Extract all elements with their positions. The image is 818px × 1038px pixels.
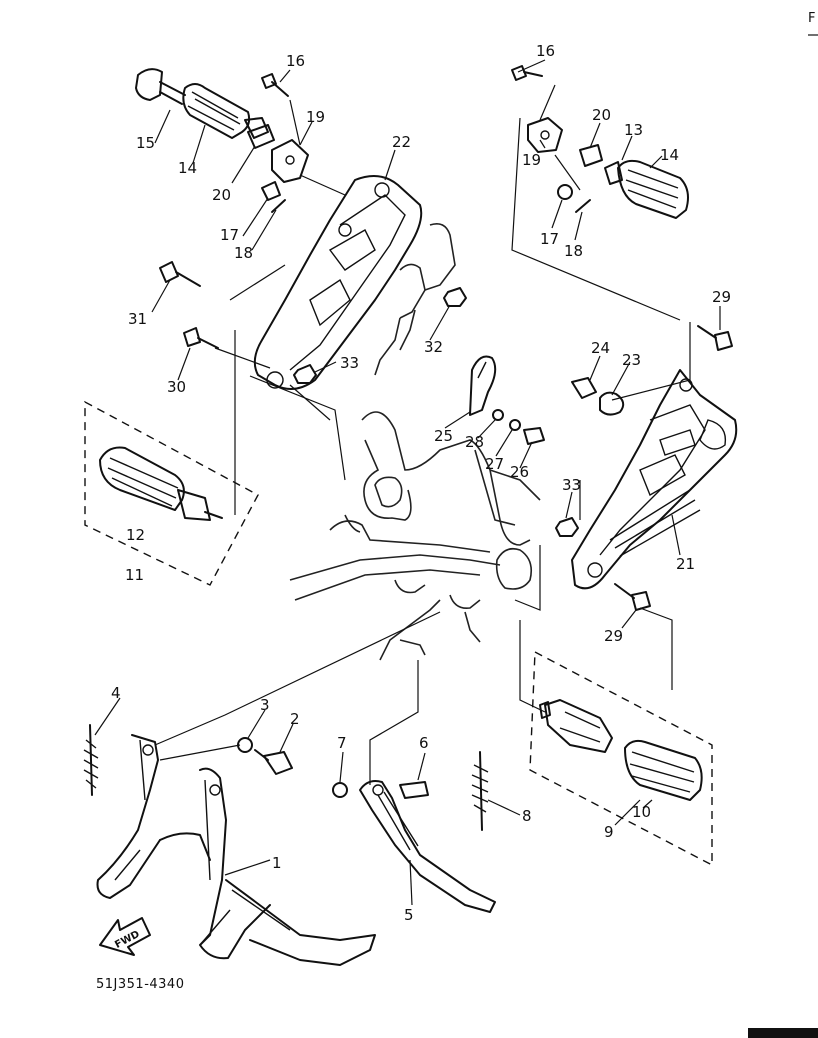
callout-21: 21 [676,555,695,573]
callout-19-left: 19 [306,108,325,126]
callout-11: 11 [125,566,144,584]
corner-mark: F [808,11,815,26]
frame-outline [289,222,541,661]
callout-6: 6 [419,734,429,752]
callout-13: 13 [624,121,643,139]
callout-19-right: 19 [522,151,541,169]
callout-14-left: 14 [178,159,197,177]
callout-16-right: 16 [536,42,555,60]
callout-7: 7 [337,734,347,752]
callout-27: 27 [485,455,504,473]
callout-18-right: 18 [564,242,583,260]
callout-28: 28 [465,433,484,451]
center-stand [96,734,376,966]
right-rider-footpeg [539,699,703,801]
callout-3: 3 [260,696,270,714]
callout-22: 22 [392,133,411,151]
callout-15: 15 [136,134,155,152]
callout-29-top: 29 [712,288,731,306]
right-pillion-footpeg [604,159,689,219]
dashed-group-outlines [84,400,713,867]
callout-24: 24 [591,339,610,357]
callout-33-right: 33 [562,476,581,494]
callout-20-left: 20 [212,186,231,204]
left-rider-footpeg [99,446,223,521]
callout-25: 25 [434,427,453,445]
right-footrest-bracket [571,369,738,590]
left-pillion-footpeg [135,68,269,139]
callout-31: 31 [128,310,147,328]
callout-1: 1 [272,854,282,872]
drawing-code: 51J351-4340 [96,977,184,992]
left-footrest-bracket [253,175,423,390]
callout-23: 23 [622,351,641,369]
fwd-arrow: FWD [99,917,151,956]
callout-32: 32 [424,338,443,356]
callout-29-bottom: 29 [604,627,623,645]
hardware [83,65,733,831]
callout-10: 10 [632,803,651,821]
callout-26: 26 [510,463,529,481]
callout-33-left: 33 [340,354,359,372]
callout-12: 12 [126,526,145,544]
corner-bar [748,1028,818,1038]
callout-14-right: 14 [660,146,679,164]
callout-9: 9 [604,823,614,841]
callout-30: 30 [167,378,186,396]
callout-20-right: 20 [592,106,611,124]
callout-8: 8 [522,807,532,825]
side-stand [359,780,496,913]
leader-lines [94,59,721,906]
callout-2: 2 [290,710,300,728]
callout-17-right: 17 [540,230,559,248]
callout-17-left: 17 [220,226,239,244]
callout-16-left: 16 [286,52,305,70]
callout-18-left: 18 [234,244,253,262]
callout-4: 4 [111,684,121,702]
callout-5: 5 [404,906,414,924]
callout-labels: 1 2 3 4 5 6 7 8 9 10 11 12 13 14 14 15 1… [111,42,731,924]
